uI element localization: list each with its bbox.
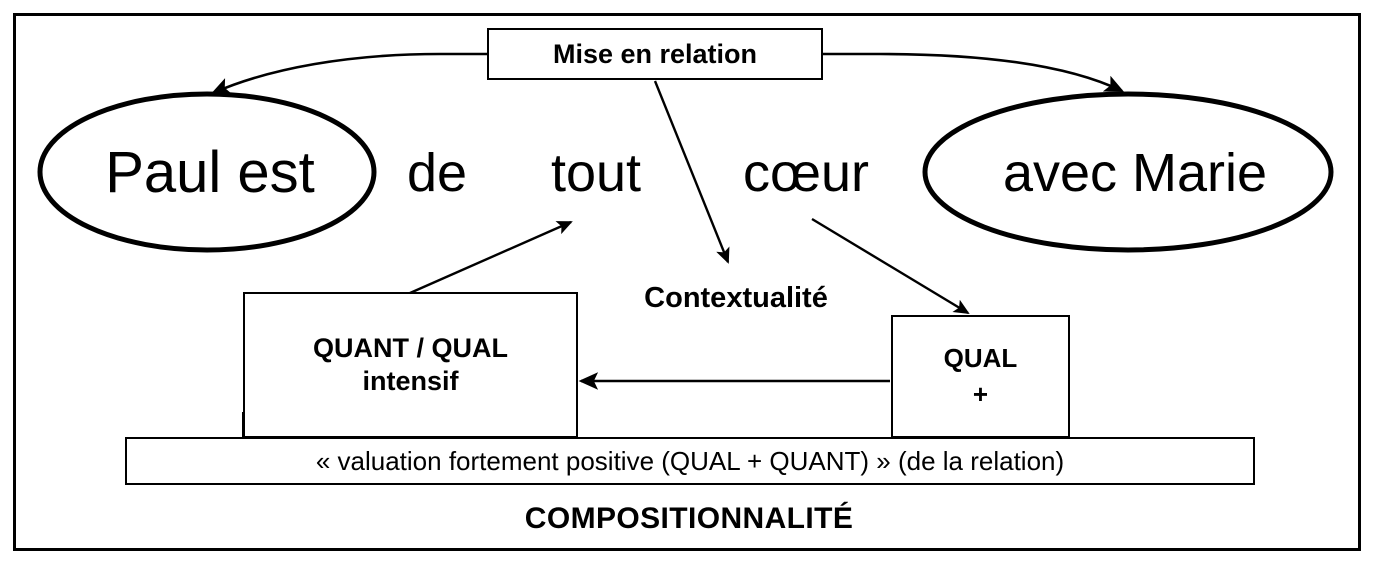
caption-compositionnalite: COMPOSITIONNALITÉ: [524, 502, 854, 535]
sentence-fragment-coeur: cœur: [743, 142, 869, 203]
box-quant-qual-line1: QUANT / QUAL: [313, 333, 508, 364]
box-qual-plus-line1: QUAL: [943, 343, 1018, 374]
sentence-fragment-tout: tout: [550, 142, 642, 203]
box-quant-qual-text: QUANT / QUAL intensif: [313, 332, 508, 398]
box-quant-qual-intensif[interactable]: QUANT / QUAL intensif: [243, 292, 578, 438]
box-quant-qual-line2: intensif: [362, 366, 459, 396]
sentence-fragment-avec-marie: avec Marie: [1002, 142, 1268, 203]
sentence-fragment-paul-est: Paul est: [105, 139, 315, 205]
diagram-outer-frame: [13, 13, 1361, 551]
bar-valuation-fortement-positive[interactable]: « valuation fortement positive (QUAL + Q…: [125, 437, 1255, 485]
box-qual-plus[interactable]: QUAL +: [891, 315, 1070, 438]
box-mise-en-relation[interactable]: Mise en relation: [487, 28, 823, 80]
label-contextualite: Contextualité: [644, 281, 828, 314]
box-qual-plus-line2: +: [972, 378, 989, 409]
sentence-fragment-de: de: [406, 142, 468, 203]
box-qual-plus-text: QUAL +: [944, 341, 1018, 411]
